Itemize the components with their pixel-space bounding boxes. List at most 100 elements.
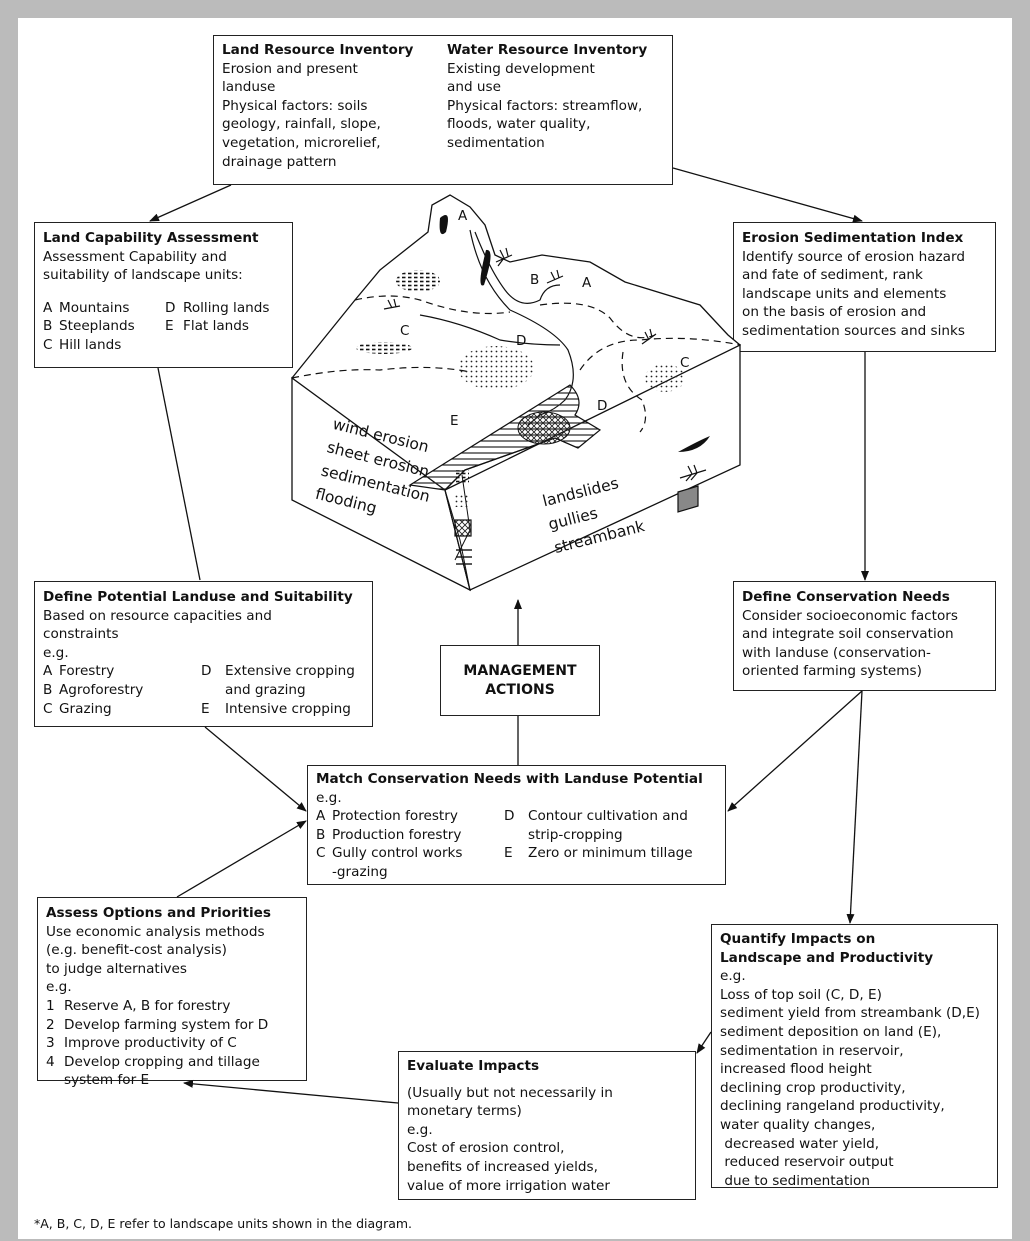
resource-inventory-box: Land Resource Inventory Erosion and pres… xyxy=(213,35,673,185)
item-text: strip-cropping xyxy=(528,826,623,843)
text-line: (Usually but not necessarily in xyxy=(407,1084,613,1101)
list-item: system for E xyxy=(46,1071,268,1090)
text-line: Physical factors: streamflow, xyxy=(447,97,643,114)
item-text: and grazing xyxy=(225,681,306,698)
item-text: Flat lands xyxy=(183,318,250,335)
item-text: Intensive cropping xyxy=(225,700,351,717)
text-line: Cost of erosion control, xyxy=(407,1140,565,1157)
text-line: sedimentation sources and sinks xyxy=(742,322,965,339)
item-text: Steeplands xyxy=(59,318,135,335)
list-item: A Protection forestry D Contour cultivat… xyxy=(316,807,693,826)
text-line: landscape units and elements xyxy=(742,285,947,302)
item-key: D xyxy=(504,808,515,825)
land-capability-title: Land Capability Assessment xyxy=(43,230,259,246)
text-line: e.g. xyxy=(316,789,342,806)
potential-landuse-title: Define Potential Landuse and Suitability xyxy=(43,589,353,605)
text-line: with landuse (conservation- xyxy=(742,644,931,661)
list-item: C Grazing E Intensive cropping xyxy=(43,700,355,719)
text-line: benefits of increased yields, xyxy=(407,1158,598,1175)
item-text: Protection forestry xyxy=(332,808,458,825)
text-line: Use economic analysis methods xyxy=(46,923,265,940)
text-line: drainage pattern xyxy=(222,153,337,170)
item-key: B xyxy=(43,318,53,335)
unit-letter: C xyxy=(680,355,690,371)
item-text: Gully control works xyxy=(332,845,463,862)
item-text: Develop farming system for D xyxy=(64,1016,269,1033)
item-text: Zero or minimum tillage xyxy=(528,845,693,862)
item-key: C xyxy=(316,845,326,862)
unit-letter: A xyxy=(582,275,592,291)
item-key: E xyxy=(504,845,513,862)
list-item: B Steeplands E Flat lands xyxy=(43,317,269,336)
list-item: B Agroforestry and grazing xyxy=(43,681,355,700)
text-line: Physical factors: soils xyxy=(222,97,368,114)
text-line: and fate of sediment, rank xyxy=(742,267,923,284)
item-text: -grazing xyxy=(332,863,388,880)
text-line: reduced reservoir output xyxy=(720,1154,894,1171)
assess-box: Assess Options and Priorities Use econom… xyxy=(37,897,307,1088)
land-inventory-title: Land Resource Inventory xyxy=(222,42,414,58)
item-text: Mountains xyxy=(59,299,130,316)
unit-letter: A xyxy=(458,208,468,224)
item-key xyxy=(316,863,332,882)
item-text: system for E xyxy=(64,1072,150,1089)
text-line: increased flood height xyxy=(720,1061,872,1078)
item-key: D xyxy=(201,663,212,680)
text-line: and use xyxy=(447,79,501,96)
item-text: Production forestry xyxy=(332,826,462,843)
text-line: e.g. xyxy=(46,979,72,996)
unit-letter: D xyxy=(516,333,527,349)
text-line: to judge alternatives xyxy=(46,960,187,977)
list-item: A Mountains D Rolling lands xyxy=(43,299,269,318)
text-line: vegetation, microrelief, xyxy=(222,134,381,151)
text-line: e.g. xyxy=(407,1121,433,1138)
text-line: sedimentation in reservoir, xyxy=(720,1042,904,1059)
text-line: Loss of top soil (C, D, E) xyxy=(720,986,882,1003)
item-key xyxy=(504,826,528,845)
evaluate-box: Evaluate Impacts (Usually but not necess… xyxy=(398,1051,696,1200)
footnote: *A, B, C, D, E refer to landscape units … xyxy=(34,1216,413,1231)
list-item: 1 Reserve A, B for forestry xyxy=(46,997,268,1016)
management-line: MANAGEMENT xyxy=(463,662,577,679)
item-text: Grazing xyxy=(59,700,112,717)
list-item: A Forestry D Extensive cropping xyxy=(43,662,355,681)
management-line: ACTIONS xyxy=(485,681,555,698)
unit-letter: B xyxy=(530,272,540,288)
item-key: E xyxy=(201,700,210,717)
text-line: on the basis of erosion and xyxy=(742,304,927,321)
text-line: landuse xyxy=(222,79,276,96)
landuse-list: A Forestry D Extensive cropping B Agrofo… xyxy=(43,662,355,718)
item-text: Improve productivity of C xyxy=(64,1035,237,1052)
potential-landuse-box: Define Potential Landuse and Suitability… xyxy=(34,581,373,727)
match-list: A Protection forestry D Contour cultivat… xyxy=(316,807,693,881)
land-inventory: Land Resource Inventory Erosion and pres… xyxy=(222,41,447,171)
text-line: Identify source of erosion hazard xyxy=(742,248,965,265)
text-line: decreased water yield, xyxy=(720,1135,880,1152)
text-line: e.g. xyxy=(720,968,746,985)
unit-letter: C xyxy=(400,323,410,339)
unit-letter: D xyxy=(597,398,608,414)
quantify-title: Landscape and Productivity xyxy=(720,949,934,966)
text-line: floods, water quality, xyxy=(447,116,591,133)
conservation-needs-title: Define Conservation Needs xyxy=(742,589,950,605)
item-text: Reserve A, B for forestry xyxy=(64,997,231,1014)
text-line: e.g. xyxy=(43,644,69,661)
text-line: Consider socioeconomic factors xyxy=(742,607,958,624)
item-text: Develop cropping and tillage xyxy=(64,1053,260,1070)
list-item: -grazing xyxy=(316,863,693,882)
item-text: Hill lands xyxy=(59,336,122,353)
item-key: A xyxy=(316,808,326,825)
list-item: C Gully control works E Zero or minimum … xyxy=(316,844,693,863)
item-text: Rolling lands xyxy=(183,299,270,316)
item-key: 1 xyxy=(46,997,55,1014)
text-line: monetary terms) xyxy=(407,1103,522,1120)
text-line: sediment deposition on land (E), xyxy=(720,1023,942,1040)
item-key: B xyxy=(316,826,326,843)
text-line: declining rangeland productivity, xyxy=(720,1098,945,1115)
item-text: Contour cultivation and xyxy=(528,808,688,825)
text-line: constraints xyxy=(43,626,119,643)
